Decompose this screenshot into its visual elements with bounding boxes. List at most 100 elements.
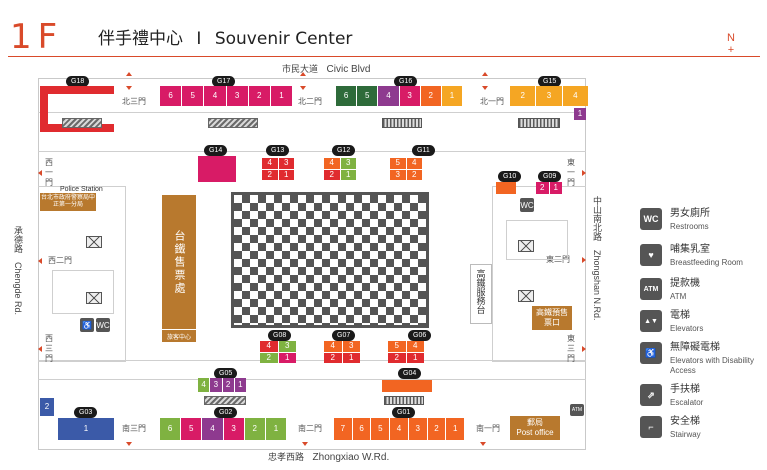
unit[interactable]: 4 [378,86,400,106]
unit[interactable]: 4 [198,378,211,392]
store-g15[interactable]: 2 3 4 [510,86,588,106]
unit[interactable]: 3 [340,158,356,169]
unit[interactable]: 4 [406,341,424,352]
unit[interactable]: 3 [223,418,245,440]
police-station-box[interactable]: 台北市政府警察局中正第一分局 [40,193,96,211]
store-g11[interactable]: 5 4 3 2 [390,158,422,180]
store-tag-g17[interactable]: G17 [212,76,236,87]
unit[interactable]: 1 [279,91,284,100]
unit[interactable]: 3 [399,86,421,106]
store-g10[interactable] [496,182,516,194]
unit[interactable]: 1 [278,169,294,180]
unit[interactable]: 2 [536,182,550,194]
unit[interactable]: 4 [204,86,227,106]
store-g02[interactable]: 6 5 4 3 2 1 [160,418,287,440]
store-g14[interactable] [198,156,236,182]
store-g03-side[interactable]: 2 [40,398,54,416]
unit[interactable]: 1 [452,424,458,433]
store-tag-g05[interactable]: G05 [214,368,238,379]
unit[interactable]: 1 [342,352,360,363]
store-tag-g03[interactable]: G03 [74,407,98,418]
gate-e1[interactable]: 東一門 [567,158,575,187]
unit[interactable]: 2 [44,402,50,411]
store-g16[interactable]: 6 5 4 3 2 1 [336,86,463,106]
unit[interactable]: 4 [324,158,340,169]
unit[interactable]: 1 [83,424,89,433]
unit[interactable]: 4 [390,418,409,440]
unit[interactable]: 1 [406,352,424,363]
tourist-center[interactable]: 旅客中心 [162,330,196,342]
store-tag-g06[interactable]: G06 [408,330,432,341]
gate-n2[interactable]: 北二門 [298,97,322,106]
tra-ticket-office[interactable]: 台鐵售票處 [162,195,196,329]
store-g06[interactable]: 5 4 2 1 [388,341,424,363]
store-g01[interactable]: 7 6 5 4 3 2 1 [334,418,464,440]
unit[interactable]: 1 [553,183,558,192]
store-g15-side[interactable]: 1 [574,108,586,120]
store-g13[interactable]: 4 3 2 1 [262,158,294,180]
store-tag-g16[interactable]: G16 [394,76,418,87]
unit[interactable]: 5 [182,86,205,106]
store-tag-g14[interactable]: G14 [204,145,228,156]
unit[interactable]: 4 [324,341,342,352]
unit[interactable]: 2 [260,352,278,363]
store-tag-g18[interactable]: G18 [66,76,90,87]
unit[interactable]: 2 [324,169,340,180]
store-g05[interactable]: 4 3 2 1 [198,378,246,392]
unit[interactable]: 1 [234,378,246,392]
unit[interactable]: 3 [278,341,296,352]
unit[interactable]: 2 [420,86,442,106]
unit[interactable]: 6 [160,86,183,106]
unit[interactable]: 5 [357,86,379,106]
store-g12[interactable]: 4 3 2 1 [324,158,356,180]
unit[interactable]: 2 [324,352,342,363]
unit[interactable]: 6 [160,418,182,440]
unit[interactable]: 1 [278,352,296,363]
store-tag-g04[interactable]: G04 [398,368,422,379]
unit[interactable]: 2 [262,169,278,180]
hsr-ticket-window[interactable]: 高鐵預售票口 [532,306,572,330]
unit[interactable]: 5 [388,341,406,352]
store-tag-g02[interactable]: G02 [214,407,238,418]
store-g04[interactable] [382,380,432,392]
store-tag-g10[interactable]: G10 [498,171,522,182]
unit[interactable]: 1 [577,109,583,118]
unit[interactable]: 1 [265,418,287,440]
unit[interactable]: 2 [249,86,271,106]
store-tag-g11[interactable]: G11 [412,145,435,156]
unit[interactable]: 2 [388,352,406,363]
unit[interactable]: 6 [336,86,358,106]
unit[interactable]: 2 [222,378,235,392]
unit[interactable]: 4 [573,91,578,100]
unit[interactable]: 3 [390,169,406,180]
unit[interactable]: 5 [371,418,391,440]
store-g09[interactable]: 2 1 [536,182,562,194]
store-tag-g07[interactable]: G07 [332,330,356,341]
hsr-service-desk[interactable]: 高鐵服務台 [470,264,492,324]
unit[interactable]: 4 [260,341,278,352]
unit[interactable]: 5 [390,158,406,169]
unit[interactable]: 6 [353,418,372,440]
gate-e3[interactable]: 東三門 [567,334,575,363]
unit[interactable]: 3 [278,158,294,169]
gate-n3[interactable]: 北三門 [122,97,146,106]
unit[interactable]: 2 [510,86,537,106]
gate-s2[interactable]: 南二門 [298,424,322,433]
unit[interactable]: 2 [428,418,447,440]
unit[interactable]: 4 [406,158,422,169]
gate-s3[interactable]: 南三門 [122,424,146,433]
unit[interactable]: 3 [227,86,249,106]
unit[interactable]: 2 [244,418,266,440]
unit[interactable]: 3 [342,341,360,352]
store-g08[interactable]: 4 3 2 1 [260,341,296,363]
unit[interactable]: 1 [441,86,463,106]
store-g17[interactable]: 6 5 4 3 2 1 [160,86,292,106]
unit[interactable]: 7 [334,418,353,440]
post-office[interactable]: 郵局 Post office [510,416,560,440]
store-g07[interactable]: 4 3 2 1 [324,341,360,363]
gate-w2[interactable]: 西二門 [48,256,72,265]
store-tag-g09[interactable]: G09 [538,171,562,182]
unit[interactable]: 3 [409,418,428,440]
police-station[interactable]: Police Station 台北市政府警察局中正第一分局 [40,186,103,211]
gate-n1[interactable]: 北一門 [480,97,504,106]
